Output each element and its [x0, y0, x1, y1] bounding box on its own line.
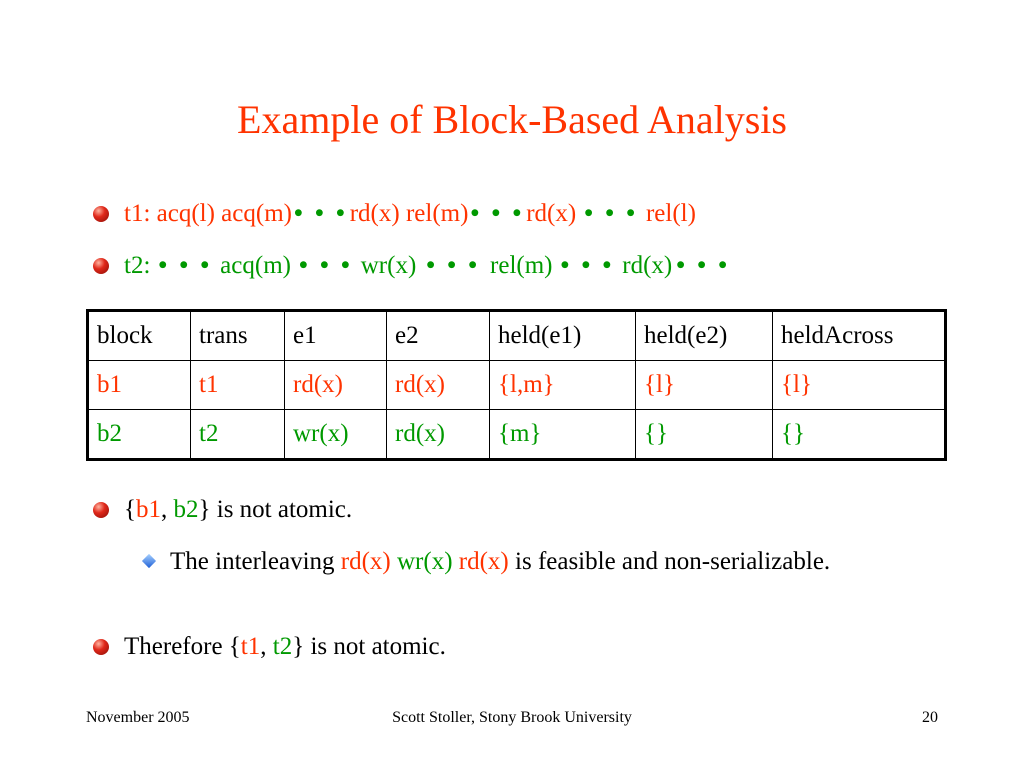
bullet-conclusion: Therefore { t1 , t2 } is not atomic. [93, 633, 446, 661]
ellipsis-dots-icon: • • • [158, 252, 213, 279]
header-cell: block [87, 310, 191, 361]
table-cell: {l} [635, 360, 773, 410]
table-row: b1 t1 rd(x) rd(x) {l,m} {l} {l} [87, 360, 946, 410]
table-row: b2 t2 wr(x) rd(x) {m} {} {} [87, 409, 946, 460]
ellipsis-dots-icon: • • • [560, 252, 615, 279]
conclusion-t2: t2 [272, 633, 293, 660]
table-cell: rd(x) [284, 360, 387, 410]
sub-rd1: rd(x) [340, 548, 391, 575]
table-cell: rd(x) [386, 409, 490, 460]
red-ball-bullet-icon [93, 258, 109, 274]
t1-text-1: t1: acq(l) acq(m) [124, 200, 292, 227]
header-cell: heldAcross [772, 310, 946, 361]
claim-b1: b1 [136, 496, 161, 523]
red-ball-bullet-icon [93, 639, 109, 655]
sub-bullet-interleaving: The interleaving rd(x) wr(x) rd(x) is fe… [140, 545, 930, 578]
table-header-row: block trans e1 e2 held(e1) held(e2) held… [87, 310, 946, 361]
footer-author: Scott Stoller, Stony Brook University [392, 709, 632, 726]
sub-wr: wr(x) [397, 548, 453, 575]
header-cell: trans [190, 310, 285, 361]
ellipsis-dots-icon: • • • [298, 252, 353, 279]
bullet-t1: t1: acq(l) acq(m) • • • rd(x) rel(m) • •… [93, 200, 696, 228]
block-analysis-table: block trans e1 e2 held(e1) held(e2) held… [86, 309, 947, 461]
conclusion-prefix: Therefore { [124, 633, 241, 660]
bullet-claim: { b1 , b2 } is not atomic. [93, 496, 352, 524]
table-cell: t2 [190, 409, 285, 460]
table-cell: rd(x) [386, 360, 490, 410]
table-cell: {l} [772, 360, 946, 410]
t1-text-4: rel(l) [645, 200, 696, 227]
blue-diamond-bullet-icon [141, 553, 157, 569]
table-cell: b2 [87, 409, 191, 460]
footer-page-number: 20 [922, 709, 938, 726]
t2-text-4: rel(m) [490, 252, 553, 279]
t2-text-5: rd(x) [622, 252, 673, 279]
table-cell: wr(x) [284, 409, 387, 460]
table-cell: t1 [190, 360, 285, 410]
t2-text-2: acq(m) [220, 252, 291, 279]
conclusion-t1: t1 [240, 633, 261, 660]
ellipsis-dots-icon: • • • [426, 252, 481, 279]
table-cell: {} [635, 409, 773, 460]
table-cell: {m} [489, 409, 636, 460]
ellipsis-dots-icon: • • • [470, 200, 525, 227]
t1-text-3: rd(x) [526, 200, 577, 227]
sub-suffix: is feasible and non-serializable. [515, 548, 831, 575]
red-ball-bullet-icon [93, 206, 109, 222]
bullet-t2: t2: • • • acq(m) • • • wr(x) • • • rel(m… [93, 252, 734, 280]
header-cell: e2 [386, 310, 490, 361]
table-cell: b1 [87, 360, 191, 410]
claim-open: { [124, 496, 136, 523]
claim-close: } is not atomic. [198, 496, 353, 523]
t1-text-2: rd(x) rel(m) [349, 200, 469, 227]
conclusion-comma: , [260, 633, 267, 660]
ellipsis-dots-icon: • • • [293, 200, 348, 227]
claim-comma: , [161, 496, 168, 523]
claim-b2: b2 [173, 496, 199, 523]
t2-text-1: t2: [124, 252, 151, 279]
sub-prefix: The interleaving [170, 548, 335, 575]
table-cell: {l,m} [489, 360, 636, 410]
footer-date: November 2005 [86, 709, 190, 726]
table-cell: {} [772, 409, 946, 460]
conclusion-close: } is not atomic. [292, 633, 446, 660]
sub-rd2: rd(x) [458, 548, 509, 575]
ellipsis-dots-icon: • • • [676, 252, 731, 279]
ellipsis-dots-icon: • • • [584, 200, 638, 227]
header-cell: e1 [284, 310, 387, 361]
slide-title: Example of Block-Based Analysis [237, 97, 787, 142]
header-cell: held(e1) [489, 310, 636, 361]
t2-text-3: wr(x) [360, 252, 417, 279]
header-cell: held(e2) [635, 310, 773, 361]
red-ball-bullet-icon [93, 502, 109, 518]
